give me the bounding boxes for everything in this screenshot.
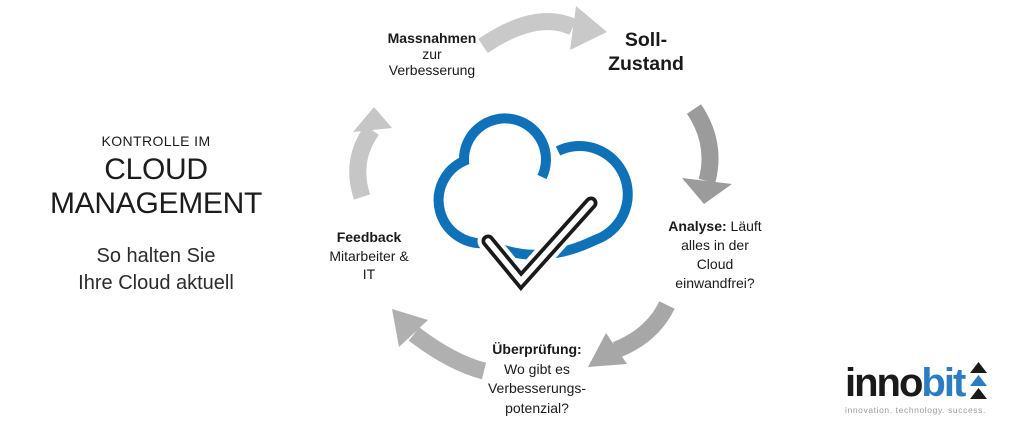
label-analyse: Analyse: Läuft alles in der Cloud einwan… [668, 217, 761, 293]
arrow-bottom-left-icon [392, 309, 487, 380]
check-outline [481, 196, 598, 291]
innobit-wordmark: innobit [845, 363, 966, 403]
label-analyse-line2: alles in der [681, 237, 749, 253]
label-feedback-line3: IT [362, 266, 376, 282]
label-ueberpruefung-line2: Wo gibt es [504, 360, 570, 377]
panel-kicker: KONTROLLE IM [101, 133, 211, 149]
triangle-up-icon [970, 388, 988, 399]
label-soll-line2: Zustand [608, 53, 684, 75]
label-ueberpruefung-line3: Verbesserungs- [487, 380, 587, 396]
label-feedback: Feedback Mitarbeiter & IT [329, 228, 408, 284]
label-soll-zustand: Soll- Zustand [608, 28, 684, 76]
innobit-tagline: innovation. technology. success. [845, 405, 986, 415]
panel-subtitle-line2: Ihre Cloud aktuell [78, 272, 234, 294]
label-massnahmen-bold: Massnahmen [387, 30, 477, 46]
arrow-left-icon [349, 107, 392, 200]
arrow-top-icon [478, 6, 607, 54]
cloud-outline [433, 113, 633, 260]
label-ueberpruefung-line4: potenzial? [505, 399, 569, 416]
triangle-up-icon [970, 362, 988, 373]
label-massnahmen-line3: Verbesserung [388, 62, 476, 78]
innobit-logo-row: innobit [845, 362, 988, 403]
cloud-check-icon [433, 113, 633, 298]
label-analyse-line3: Cloud [696, 256, 734, 272]
panel-title-line2: MANAGEMENT [49, 187, 263, 220]
label-analyse-line1-rest: Läuft [726, 218, 762, 234]
arrow-right-icon [682, 104, 732, 204]
panel-title-line1: CLOUD [104, 153, 208, 186]
label-feedback-line2: Mitarbeiter & [329, 247, 409, 264]
arrow-bottom-right-icon [588, 301, 675, 367]
label-analyse-bold: Analyse: [668, 218, 727, 234]
triangle-up-icon [970, 375, 988, 386]
check-core [485, 200, 594, 286]
label-ueberpruefung-bold: Überprüfung: [492, 341, 582, 357]
panel-subtitle: So halten Sie Ihre Cloud aktuell [78, 243, 234, 297]
innobit-logo: innobit innovation. technology. success. [845, 362, 988, 415]
label-ueberpruefung: Überprüfung: Wo gibt es Verbesserungs- p… [488, 340, 586, 418]
label-massnahmen-line2: zur [422, 46, 442, 62]
label-massnahmen: Massnahmen zur Verbesserung [388, 30, 477, 78]
label-soll-line1: Soll- [624, 29, 668, 51]
label-analyse-line4: einwandfrei? [675, 275, 755, 291]
panel-subtitle-line1: So halten Sie [96, 245, 216, 267]
innobit-mark-icon [970, 362, 988, 401]
panel-title: CLOUD MANAGEMENT [50, 153, 262, 221]
innobit-wordmark-blue: bit [921, 361, 966, 405]
label-analyse-line1: Analyse: Läuft [668, 217, 761, 236]
innobit-wordmark-black: inno [845, 361, 923, 405]
label-feedback-bold: Feedback [336, 229, 402, 245]
